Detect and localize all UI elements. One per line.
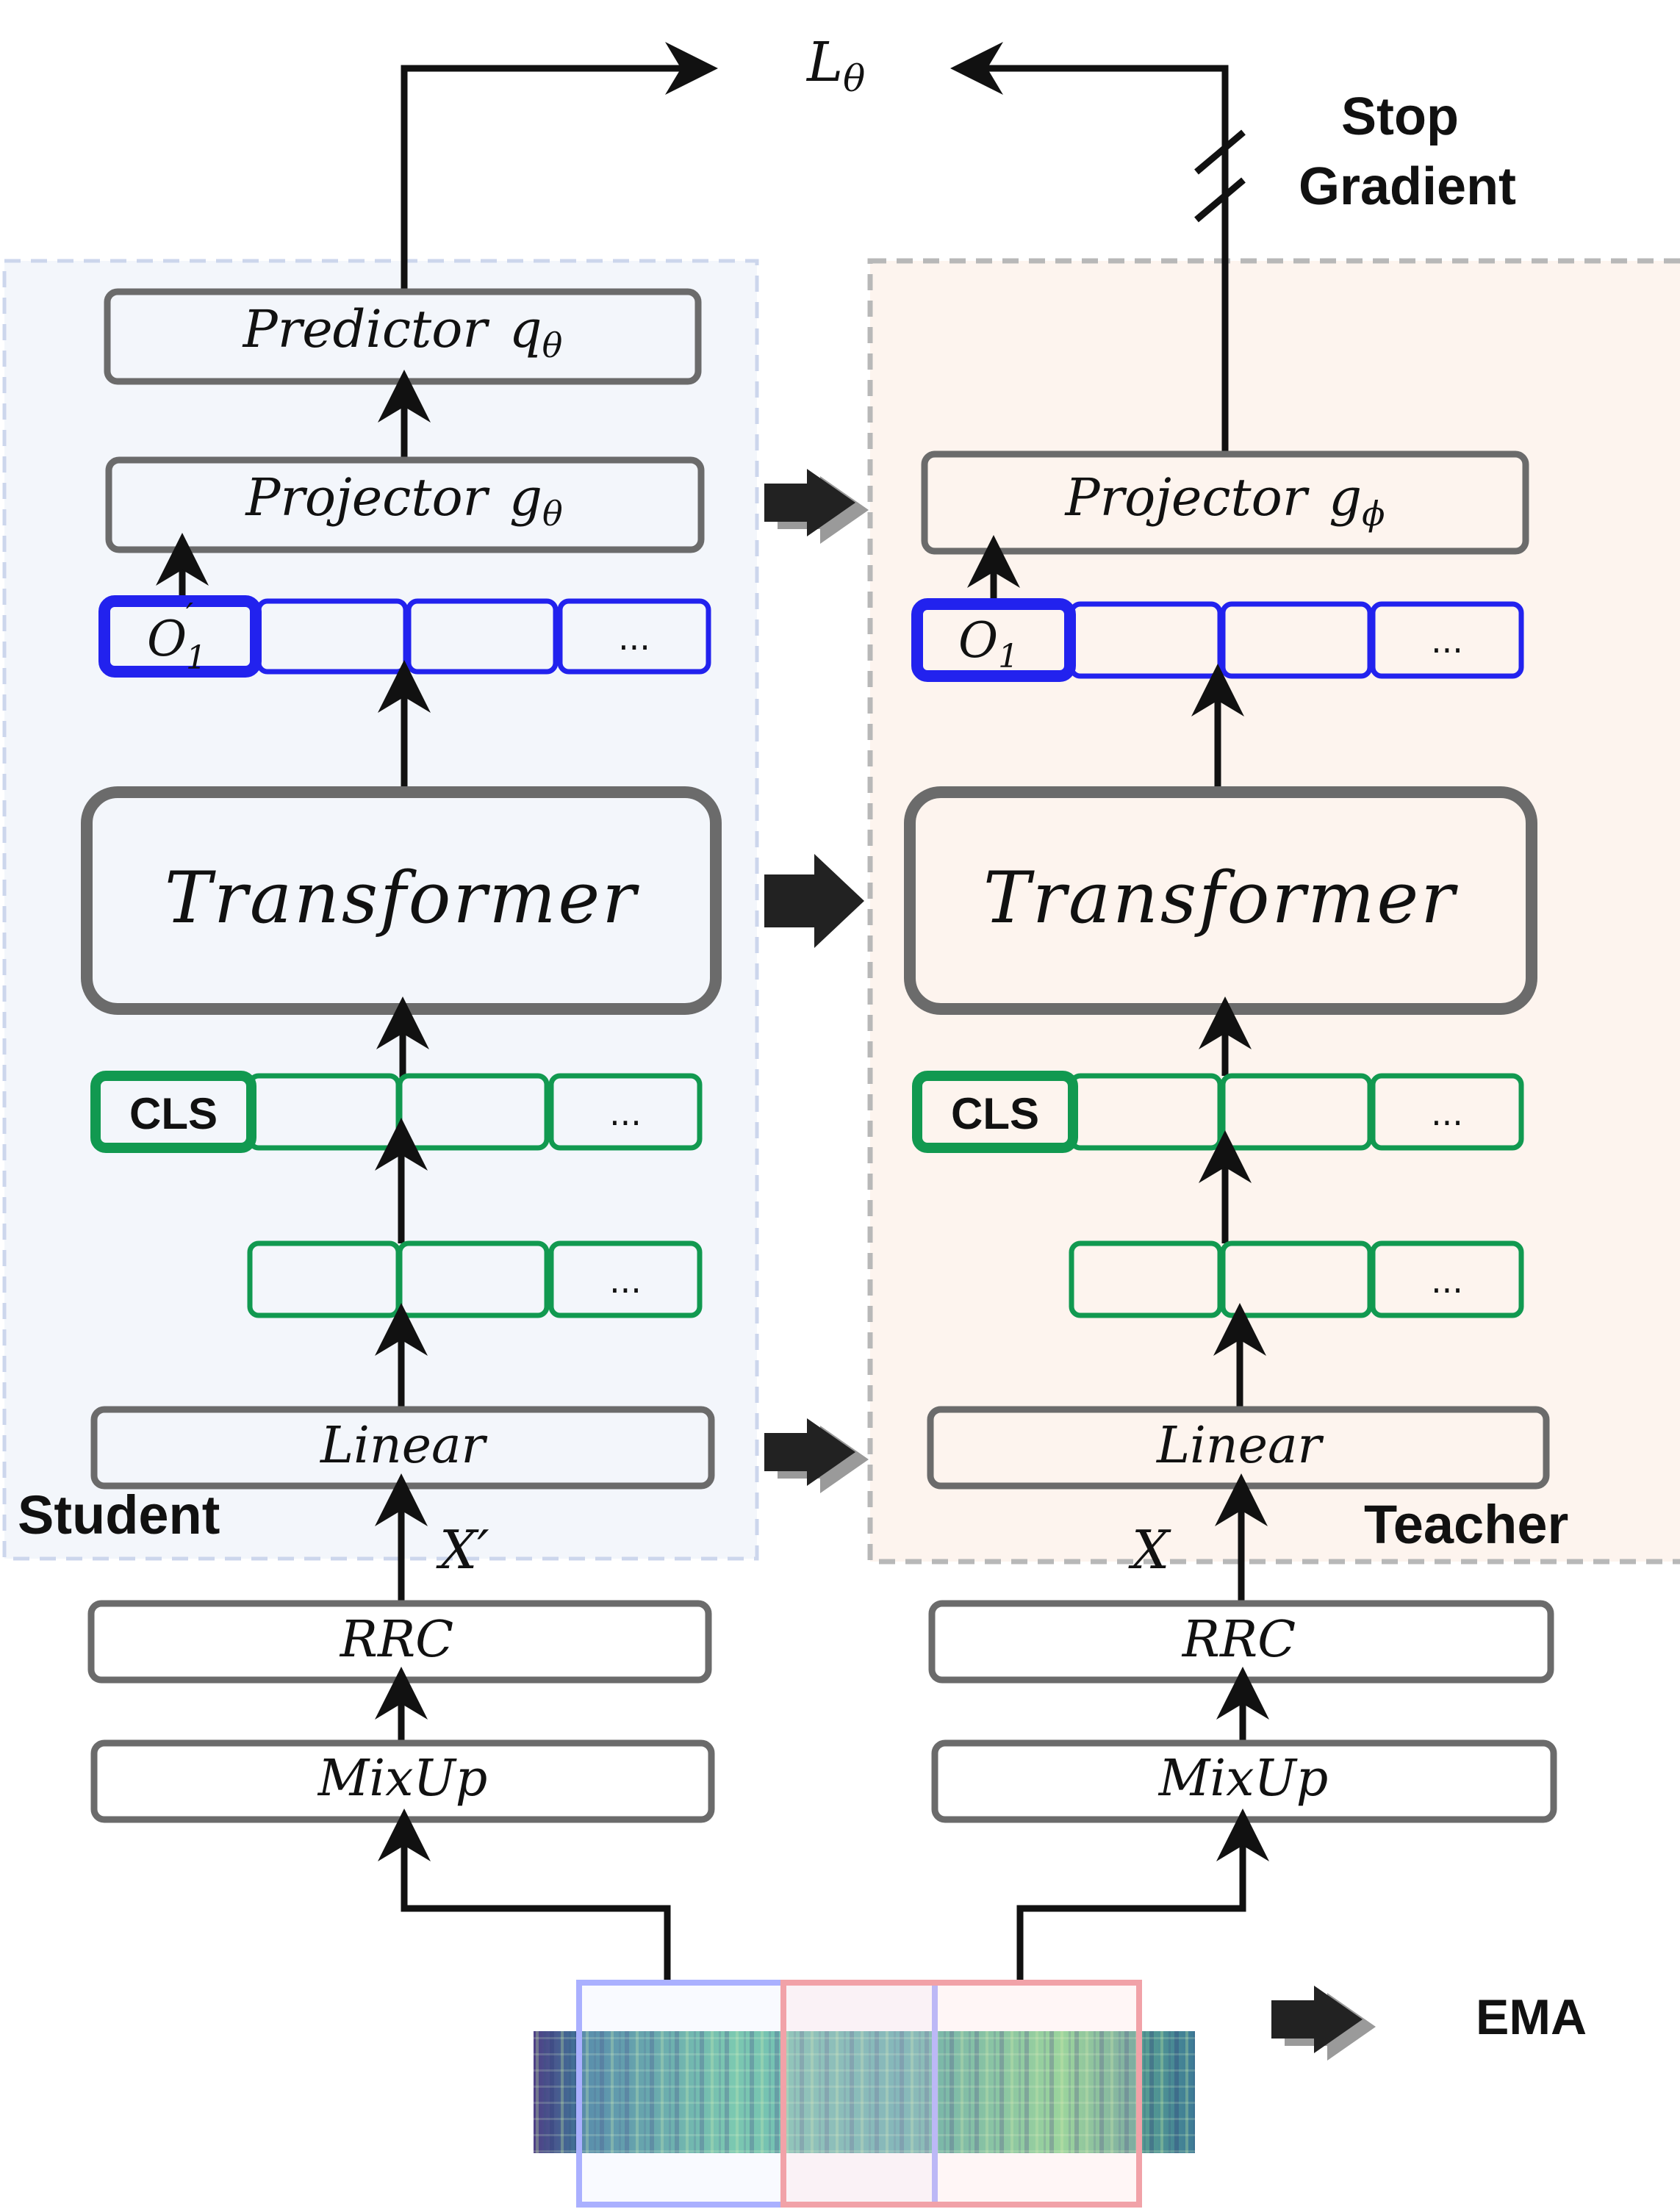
teacher-patch-1 xyxy=(1069,1240,1223,1318)
student-patch-ellipsis: ... xyxy=(609,1261,642,1301)
ema-legend-arrow xyxy=(1271,1986,1376,2061)
student-output-ellipsis: ... xyxy=(618,618,650,658)
teacher-cls-token xyxy=(912,1071,1078,1153)
teacher-linear-label: Linear xyxy=(1155,1417,1324,1475)
teacher-input-label: X xyxy=(1128,1519,1171,1581)
student-cls-token xyxy=(90,1071,256,1153)
loss-label: Lθ xyxy=(805,31,865,100)
teacher-patch-3 xyxy=(1370,1240,1524,1318)
teacher-label: Teacher xyxy=(1364,1494,1568,1555)
teacher-to-loss-line xyxy=(950,42,1229,454)
ema-arrow-linear xyxy=(764,1418,869,1493)
student-projector-box xyxy=(105,456,705,553)
student-crop-window xyxy=(576,1980,938,2208)
student-patch-2 xyxy=(397,1240,550,1318)
teacher-mixup-label: MixUp xyxy=(1157,1750,1329,1808)
student-input-path xyxy=(378,1808,671,1983)
student-to-loss-line xyxy=(401,42,718,289)
teacher-cls-ellipsis: ... xyxy=(1431,1093,1463,1133)
stop-gradient-label: Stop Gradient xyxy=(1299,87,1516,216)
teacher-crop-window xyxy=(780,1980,1142,2208)
student-label: Student xyxy=(18,1484,220,1545)
student-output-token-1 xyxy=(98,595,262,678)
stop-gradient-tick-1 xyxy=(1194,129,1246,175)
teacher-output-token-4 xyxy=(1370,601,1524,679)
teacher-patch-2 xyxy=(1220,1240,1373,1318)
student-cls-label: CLS xyxy=(129,1089,218,1138)
teacher-output-token-label: O1 xyxy=(958,612,1019,675)
teacher-output-token-3 xyxy=(1220,601,1373,679)
student-input-label: X′ xyxy=(436,1519,489,1581)
teacher-rrc-label: RRC xyxy=(1181,1611,1296,1669)
teacher-transformer-label: Transformer xyxy=(983,857,1458,939)
student-output-token-prime: ′ xyxy=(186,597,193,634)
ema-arrow-projector xyxy=(764,469,869,544)
spectrogram-image xyxy=(534,2031,1195,2153)
student-output-token-label: O xyxy=(147,611,187,667)
student-mixup-label: MixUp xyxy=(317,1750,488,1808)
teacher-input-path xyxy=(1016,1808,1269,1983)
stop-gradient-tick-2 xyxy=(1194,177,1246,223)
student-linear-label: Linear xyxy=(319,1417,487,1475)
student-token-3 xyxy=(397,1073,550,1151)
student-output-token-sub: 1 xyxy=(186,639,207,677)
ema-arrow-transformer xyxy=(764,854,864,948)
teacher-projector-box xyxy=(921,450,1529,555)
teacher-patch-ellipsis: ... xyxy=(1431,1261,1463,1301)
student-output-token-3 xyxy=(406,598,559,675)
student-transformer-label: Transformer xyxy=(165,857,639,939)
teacher-output-ellipsis: ... xyxy=(1431,621,1463,661)
student-token-2 xyxy=(247,1073,401,1151)
student-output-token-2 xyxy=(256,598,409,675)
student-cls-ellipsis: ... xyxy=(609,1093,642,1133)
teacher-token-4 xyxy=(1370,1073,1524,1151)
teacher-token-2 xyxy=(1069,1073,1223,1151)
ema-label: EMA xyxy=(1476,1989,1587,2045)
teacher-cls-label: CLS xyxy=(951,1089,1039,1138)
student-output-token-4 xyxy=(557,598,711,675)
student-patch-3 xyxy=(548,1240,703,1318)
student-rrc-label: RRC xyxy=(339,1611,453,1669)
teacher-output-token-1 xyxy=(911,598,1076,682)
student-patch-1 xyxy=(247,1240,401,1318)
teacher-token-3 xyxy=(1220,1073,1373,1151)
teacher-output-token-2 xyxy=(1069,601,1223,679)
student-token-4 xyxy=(548,1073,703,1151)
